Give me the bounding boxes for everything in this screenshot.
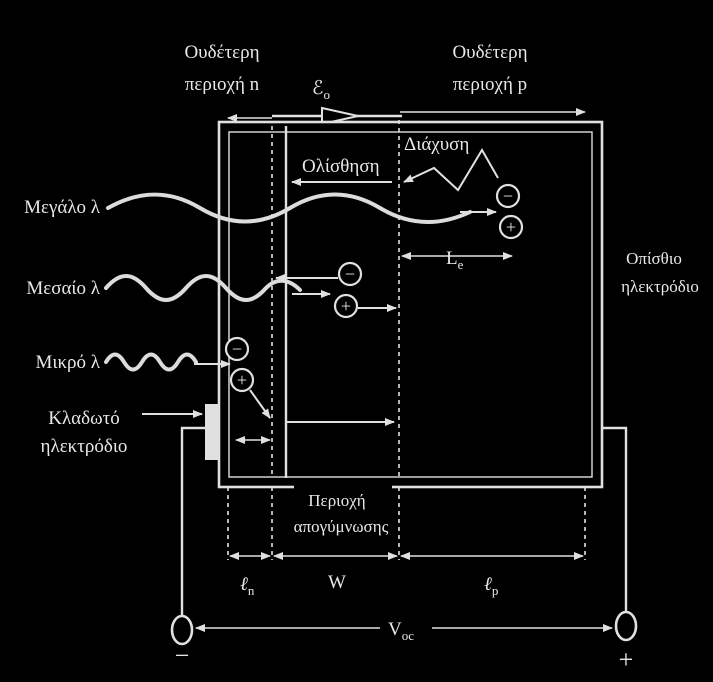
voc-label-bg [380,614,432,642]
finger-electrode-label-line1: Κλαδωτό [48,408,119,429]
minus-terminal-label: − [175,641,190,670]
field-arrow-head [321,106,359,126]
hole-short [229,367,255,393]
neutral-p-label-line2: περιοχή p [453,74,527,95]
short-wavelength-wave [104,352,198,372]
back-electrode-label-line2: ηλεκτρόδιο [621,277,699,296]
drift-label: Ολίσθηση [302,156,380,177]
diffusion-path [403,148,499,192]
electron-medium [337,261,363,287]
electron-long-sign: − [503,186,513,206]
positive-terminal [614,610,638,642]
finger-electrode [205,404,219,460]
diffusion-label: Διάχυση [404,134,469,155]
left-external-wire [180,426,205,622]
hole-medium [333,293,359,319]
depletion-label-bg [294,484,392,540]
finger-electrode-label-line2: ηλεκτρόδιο [41,436,128,457]
ln-label: ℓn [240,574,255,598]
right-external-wire [602,426,628,622]
depletion-label-line2: απογύμνωσης [294,517,389,536]
field-symbol: ℰo [312,78,330,102]
hole-short-sign: + [237,370,247,390]
short-wavelength-label: Μικρό λ [35,352,100,373]
electron-long [495,183,521,209]
hole-medium-sign: + [341,296,351,316]
neutral-p-label-line1: Ουδέτερη [452,42,527,63]
neutral-n-label-line2: περιοχή n [185,74,260,95]
hole-long [498,214,524,240]
long-wavelength-wave [106,192,472,224]
long-wavelength-label: Μεγάλο λ [24,197,101,218]
voc-label: Voc [388,619,414,643]
electron-medium-sign: − [345,264,355,284]
depletion-label-line1: Περιοχή [308,491,365,510]
w-label: W [328,572,346,593]
back-electrode-label-line1: Οπίσθιο [626,249,682,268]
cell-inner-border [228,131,593,478]
negative-terminal [170,614,194,646]
medium-wavelength-wave [104,274,302,302]
electron-short [224,336,250,362]
medium-wavelength-label: Μεσαίο λ [26,278,100,299]
neutral-n-label-line1: Ουδέτερη [184,42,259,63]
hole-long-sign: + [506,217,516,237]
lp-label: ℓp [484,574,498,598]
cell-body [217,120,604,489]
diffusion-length-label: Le [446,248,464,272]
electron-short-sign: − [232,339,242,359]
plus-terminal-label: + [619,645,634,674]
hole-short-diffusion-arrow [249,389,271,419]
